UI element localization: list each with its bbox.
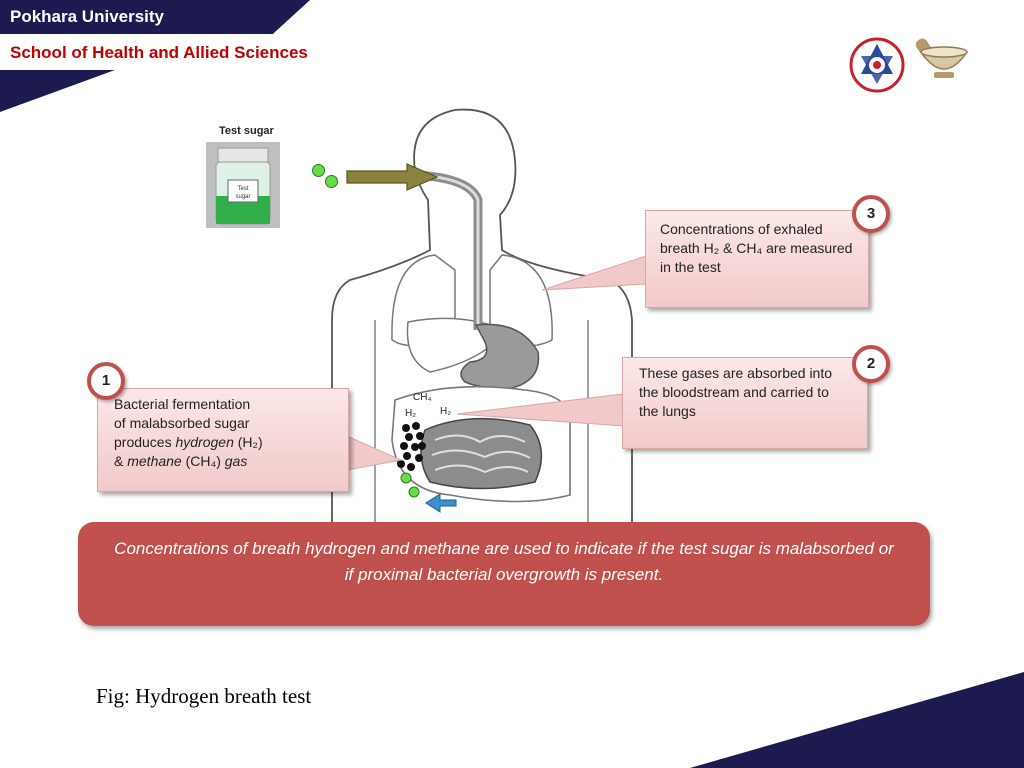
callout-line: Bacterial fermentation [114, 396, 251, 412]
header-band [0, 0, 310, 34]
step-3-badge: 3 [852, 195, 890, 233]
gas-bubble [312, 164, 325, 177]
callout-step2: These gases are absorbed into the bloods… [622, 357, 868, 449]
footer-wedge [690, 672, 1024, 768]
summary-banner: Concentrations of breath hydrogen and me… [78, 522, 930, 626]
callout-line: produces hydrogen (H₂) [114, 434, 263, 450]
university-title: Pokhara University [10, 7, 165, 26]
callout-line: & methane (CH₄) gas [114, 453, 248, 469]
university-emblem-icon [849, 37, 905, 93]
mortar-pestle-icon [915, 38, 969, 78]
gas-bubble [325, 175, 338, 188]
step-2-badge: 2 [852, 345, 890, 383]
svg-text:sugar: sugar [235, 194, 250, 200]
h2-label: H₂ [440, 406, 452, 417]
callout-line: of malabsorbed sugar [114, 415, 250, 431]
callout-step1: Bacterial fermentation of malabsorbed su… [97, 388, 349, 492]
callout-step3: Concentrations of exhaled breath H₂ & CH… [645, 210, 869, 308]
arrow-right-icon [346, 163, 439, 191]
header-wedge [0, 70, 115, 112]
figure-caption: Fig: Hydrogen breath test [96, 684, 312, 708]
callout-pointer [541, 255, 647, 291]
sugar-bottle-image: Test sugar [206, 142, 280, 228]
callout-pointer [346, 435, 403, 471]
svg-text:Test: Test [237, 186, 248, 192]
test-sugar-label: Test sugar [219, 125, 274, 137]
bacteria-dots [397, 422, 426, 471]
step-1-badge: 1 [87, 362, 125, 400]
body-diagram [331, 108, 633, 530]
callout-pointer [456, 393, 624, 427]
blue-arrow-icon [425, 493, 457, 513]
school-subtitle: School of Health and Allied Sciences [10, 43, 308, 62]
h2-label: H₂ [405, 408, 417, 419]
ch4-label: CH₄ [413, 392, 432, 403]
